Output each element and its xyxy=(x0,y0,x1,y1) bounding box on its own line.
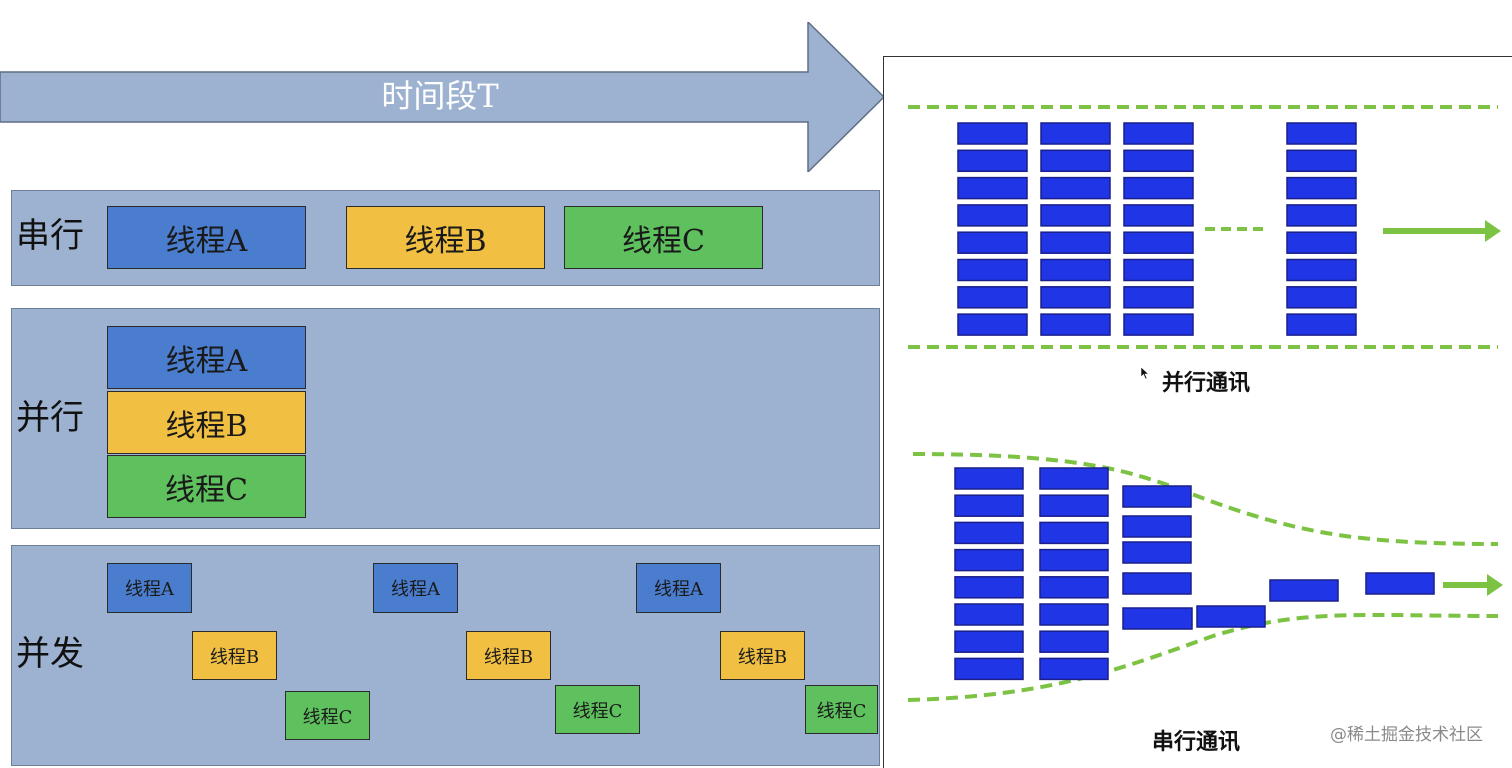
time-arrow-label: 时间段T xyxy=(381,77,499,115)
parallel-data-block xyxy=(1123,149,1194,173)
parallel-thread-a: 线程A xyxy=(107,326,306,389)
parallel-data-block xyxy=(1286,149,1357,173)
parallel-data-block xyxy=(1040,286,1111,309)
concurrent-thread-a: 线程A xyxy=(636,563,721,613)
concurrent-thread-c: 线程C xyxy=(285,691,370,740)
serial-data-block xyxy=(954,630,1024,653)
serial-row-label: 串行 xyxy=(16,216,84,256)
parallel-data-block xyxy=(1123,258,1194,282)
serial-data-block xyxy=(1039,494,1109,517)
serial-data-block xyxy=(1122,572,1192,595)
parallel-data-block xyxy=(1040,176,1111,200)
serial-data-block xyxy=(1122,485,1192,508)
parallel-data-block xyxy=(957,122,1028,145)
concurrent-thread-a: 线程A xyxy=(373,563,458,613)
parallel-data-block xyxy=(1286,258,1357,282)
parallel-data-block xyxy=(957,286,1028,309)
parallel-data-block xyxy=(957,176,1028,200)
parallel-data-block xyxy=(1286,286,1357,309)
parallel-data-block xyxy=(957,149,1028,173)
parallel-data-block xyxy=(1286,122,1357,145)
parallel-data-block xyxy=(1286,313,1357,336)
parallel-thread-c: 线程C xyxy=(107,455,306,518)
serial-data-block xyxy=(1039,603,1109,626)
concurrent-thread-b: 线程B xyxy=(720,631,805,680)
serial-data-block xyxy=(954,657,1024,681)
communication-figure xyxy=(907,105,1503,702)
concurrent-thread-c: 线程C xyxy=(805,685,878,734)
parallel-data-block xyxy=(1040,204,1111,227)
parallel-data-block xyxy=(957,204,1028,227)
concurrent-thread-c: 线程C xyxy=(555,685,640,734)
parallel-data-block xyxy=(1286,204,1357,227)
parallel-data-block xyxy=(1123,176,1194,200)
parallel-data-block xyxy=(957,313,1028,336)
parallel-data-block xyxy=(957,258,1028,282)
serial-thread-c: 线程C xyxy=(564,206,763,269)
parallel-thread-b: 线程B xyxy=(107,391,306,454)
parallel-data-block xyxy=(1123,286,1194,309)
parallel-communication-caption: 并行通讯 xyxy=(1162,370,1251,396)
serial-data-block xyxy=(1039,657,1109,681)
parallel-row-label: 并行 xyxy=(16,398,84,438)
serial-data-block xyxy=(1122,607,1193,630)
parallel-data-block xyxy=(1040,231,1111,254)
concurrent-thread-a: 线程A xyxy=(107,563,192,613)
parallel-data-block xyxy=(1040,122,1111,145)
concurrent-thread-b: 线程B xyxy=(192,631,277,680)
serial-data-block xyxy=(954,548,1024,572)
concurrent-thread-b: 线程B xyxy=(466,631,551,680)
concurrent-row-label: 并发 xyxy=(16,634,84,674)
parallel-data-block xyxy=(1040,258,1111,282)
parallel-data-block xyxy=(1040,149,1111,173)
serial-data-block xyxy=(1196,605,1266,628)
parallel-data-block xyxy=(1123,204,1194,227)
serial-data-block xyxy=(1039,576,1109,599)
serial-data-block xyxy=(1122,515,1192,538)
serial-data-block xyxy=(954,576,1024,599)
serial-data-block xyxy=(954,521,1024,545)
parallel-data-block xyxy=(1123,313,1194,336)
serial-communication-caption: 串行通讯 xyxy=(1152,729,1241,755)
time-arrow xyxy=(0,22,884,172)
serial-data-block xyxy=(1039,630,1109,653)
serial-flow-arrow-head xyxy=(1487,574,1503,596)
parallel-data-block xyxy=(1286,231,1357,254)
serial-thread-a: 线程A xyxy=(107,206,306,269)
parallel-data-block xyxy=(1123,231,1194,254)
serial-data-block xyxy=(1365,572,1435,595)
parallel-data-block xyxy=(1123,122,1194,145)
parallel-data-block xyxy=(1040,313,1111,336)
mouse-cursor-icon xyxy=(1140,366,1150,380)
serial-data-block xyxy=(954,494,1024,517)
serial-data-block xyxy=(954,603,1024,626)
serial-data-block xyxy=(954,467,1024,490)
serial-data-block xyxy=(1122,541,1192,564)
parallel-flow-arrow-head xyxy=(1485,220,1501,242)
parallel-data-block xyxy=(1286,176,1357,200)
serial-thread-b: 线程B xyxy=(346,206,545,269)
serial-top-guide-curve xyxy=(912,452,1499,546)
serial-data-block xyxy=(1039,548,1109,572)
parallel-data-block xyxy=(957,231,1028,254)
watermark: @稀土掘金技术社区 xyxy=(1330,725,1483,745)
serial-bottom-guide-curve xyxy=(907,612,1499,702)
serial-data-block xyxy=(1039,521,1109,545)
serial-data-block xyxy=(1039,467,1109,490)
serial-data-block xyxy=(1269,579,1339,602)
